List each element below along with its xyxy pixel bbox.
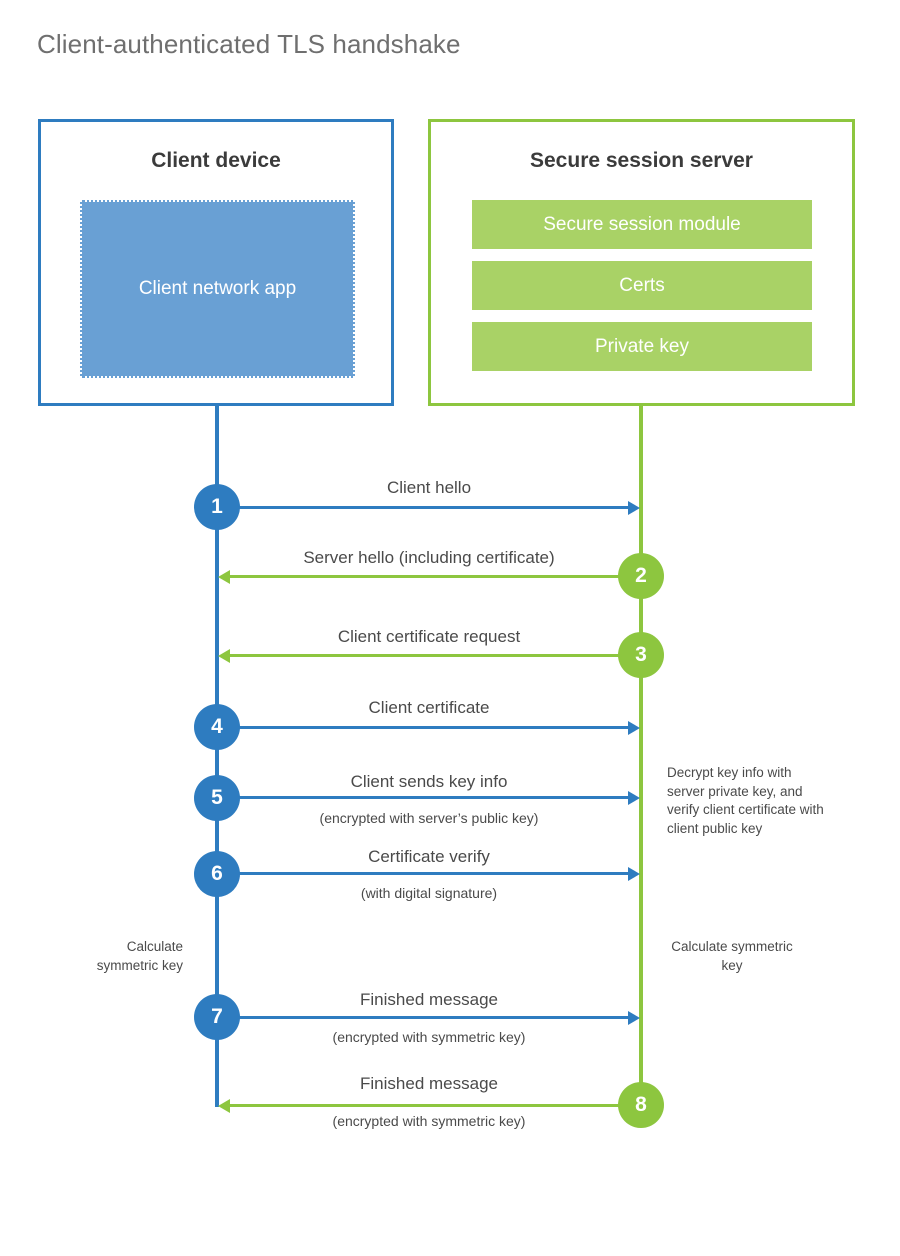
server-calculate-symmetric-key-note: Calculate symmetric key [671, 939, 793, 973]
step-3-arrow [218, 648, 641, 663]
step-4-label: Client certificate [368, 698, 490, 717]
server-decrypt-note: Decrypt key info with server private key… [667, 765, 824, 836]
step-6-marker[interactable]: 6 [194, 851, 240, 897]
step-3-label: Client certificate request [337, 627, 521, 646]
secure-session-server-box: Secure session server Secure session mod… [428, 119, 855, 406]
step-5-sublabel: (encrypted with server’s public key) [319, 810, 539, 826]
server-component-secure-session-module: Secure session module [472, 200, 812, 249]
step-7-arrow [217, 1010, 640, 1025]
page-title: Client-authenticated TLS handshake [37, 29, 461, 59]
client-device-title: Client device [151, 149, 281, 172]
step-3-marker[interactable]: 3 [618, 632, 664, 678]
step-1-arrow [217, 500, 640, 515]
step-5-arrow [217, 790, 640, 805]
step-2-marker[interactable]: 2 [618, 553, 664, 599]
step-8-marker[interactable]: 8 [618, 1082, 664, 1128]
step-8-arrow [218, 1098, 641, 1113]
step-5-marker[interactable]: 5 [194, 775, 240, 821]
step-1-marker[interactable]: 1 [194, 484, 240, 530]
client-device-box: Client device Client network app [38, 119, 394, 406]
server-component-certs: Certs [472, 261, 812, 310]
step-6-label: Certificate verify [368, 847, 490, 866]
client-calculate-symmetric-key-note: Calculate symmetric key [96, 939, 183, 973]
step-2-arrow [218, 569, 641, 584]
server-component-list: Secure session module Certs Private key [472, 200, 812, 371]
step-7-label: Finished message [360, 990, 498, 1009]
step-4-marker[interactable]: 4 [194, 704, 240, 750]
step-7-marker[interactable]: 7 [194, 994, 240, 1040]
step-4-arrow [217, 720, 640, 735]
step-8-sublabel: (encrypted with symmetric key) [332, 1113, 526, 1129]
secure-session-server-title: Secure session server [530, 149, 753, 172]
step-7-sublabel: (encrypted with symmetric key) [332, 1029, 526, 1045]
step-6-arrow [217, 866, 640, 881]
client-lifeline [215, 403, 219, 1107]
server-component-private-key: Private key [472, 322, 812, 371]
step-6-sublabel: (with digital signature) [360, 885, 498, 901]
step-5-label: Client sends key info [350, 772, 508, 791]
step-8-label: Finished message [360, 1074, 498, 1093]
server-lifeline [639, 403, 643, 1107]
client-network-app-block: Client network app [80, 200, 355, 378]
step-2-label: Server hello (including certificate) [303, 548, 555, 567]
step-1-label: Client hello [386, 478, 472, 497]
